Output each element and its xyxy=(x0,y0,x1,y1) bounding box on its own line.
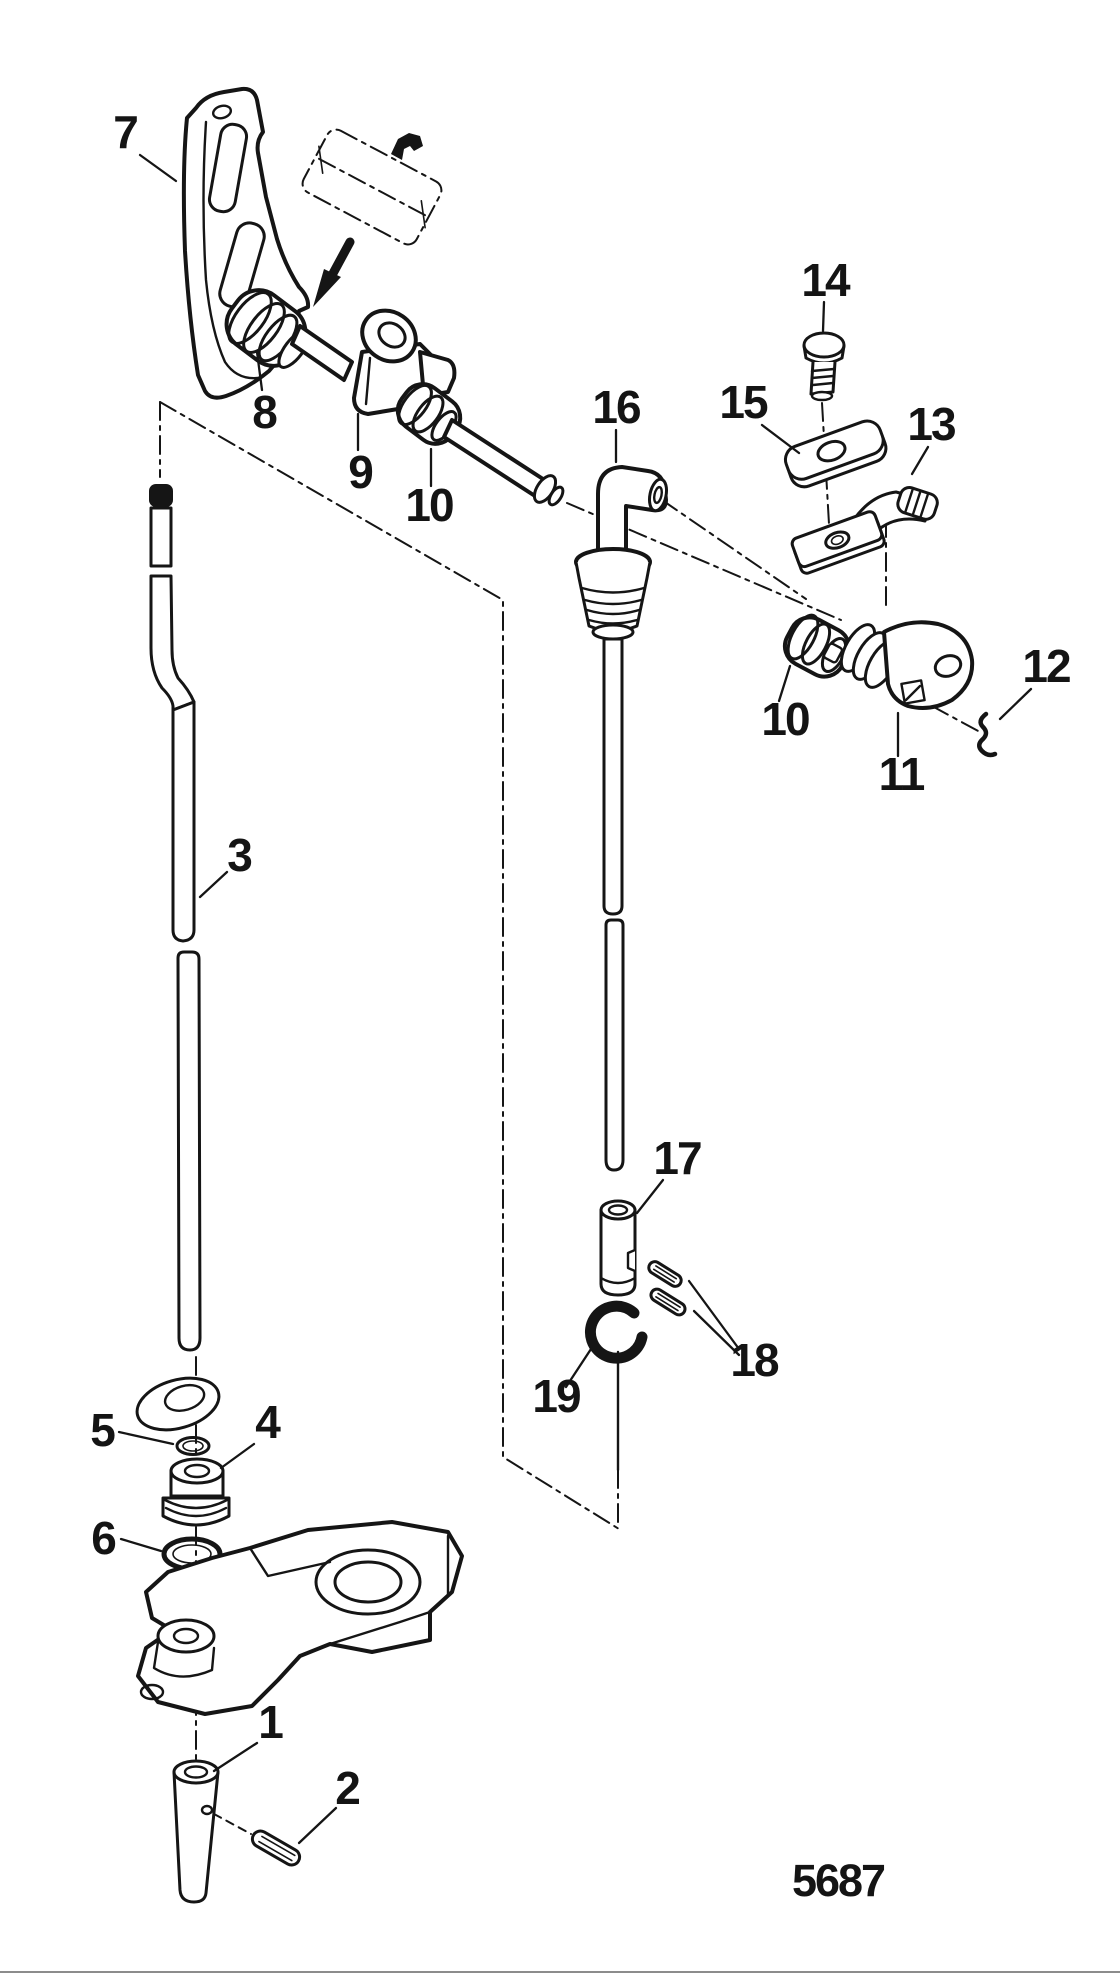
callout-9: 9 xyxy=(348,446,372,498)
callout-11: 11 xyxy=(879,748,925,800)
lubricant-callout-box xyxy=(301,128,443,307)
callout-6: 6 xyxy=(91,1512,115,1564)
callouts: 7 8 9 10 16 14 15 13 12 10 11 3 17 18 19… xyxy=(90,106,1072,1814)
part-1-sleeve xyxy=(172,1759,220,1904)
part-8-bushing xyxy=(224,288,311,369)
part-13-retainer-bracket xyxy=(790,486,939,575)
pin-alignment-dash xyxy=(213,1813,252,1835)
grease-tube-icon xyxy=(391,133,423,160)
callout-5: 5 xyxy=(90,1404,115,1456)
callout-4: 4 xyxy=(255,1396,281,1448)
callout-16: 16 xyxy=(592,381,640,433)
callout-17: 17 xyxy=(653,1132,701,1184)
part-14-screw xyxy=(802,331,846,402)
down-left-arrow-icon xyxy=(313,269,341,307)
callout-7: 7 xyxy=(113,106,137,158)
shift-shaft-end xyxy=(442,418,565,507)
callout-2: 2 xyxy=(335,1762,359,1814)
part-19-e-clip xyxy=(585,1300,648,1364)
gear-housing xyxy=(136,1520,464,1716)
callout-14: 14 xyxy=(801,254,851,306)
part-15-plate xyxy=(783,419,888,489)
apply-arrow-shaft xyxy=(325,237,355,284)
part-12-clip xyxy=(977,711,998,758)
shift-shaft-segment xyxy=(290,324,354,382)
part-4-bushing-seal xyxy=(161,1457,231,1527)
callout-10-right: 10 xyxy=(761,693,809,745)
callout-8: 8 xyxy=(252,386,277,438)
callout-15: 15 xyxy=(719,376,768,428)
drawing-number: 5687 xyxy=(792,1855,885,1906)
footer-rule xyxy=(0,1971,1120,1973)
part-3-link-rod xyxy=(149,484,202,1352)
gasket-plate xyxy=(135,1376,221,1432)
callout-3: 3 xyxy=(227,829,251,881)
part-10-right-bushing xyxy=(782,613,852,679)
lubricant-box-outline xyxy=(301,128,443,246)
callout-13: 13 xyxy=(907,398,955,450)
callout-10-left: 10 xyxy=(405,479,453,531)
callout-19: 19 xyxy=(532,1370,580,1422)
part-5-o-ring xyxy=(175,1436,211,1456)
leader-lines xyxy=(117,153,1033,1845)
callout-1: 1 xyxy=(258,1696,283,1748)
part-2-pin xyxy=(250,1829,302,1867)
callout-12: 12 xyxy=(1022,640,1070,692)
part-9-clevis xyxy=(352,308,457,416)
part-16-bent-rod xyxy=(574,465,669,1172)
callout-18: 18 xyxy=(730,1334,779,1386)
part-17-barrel xyxy=(599,1199,637,1297)
part-11-cam xyxy=(839,620,975,710)
part-18-pins xyxy=(647,1260,687,1317)
